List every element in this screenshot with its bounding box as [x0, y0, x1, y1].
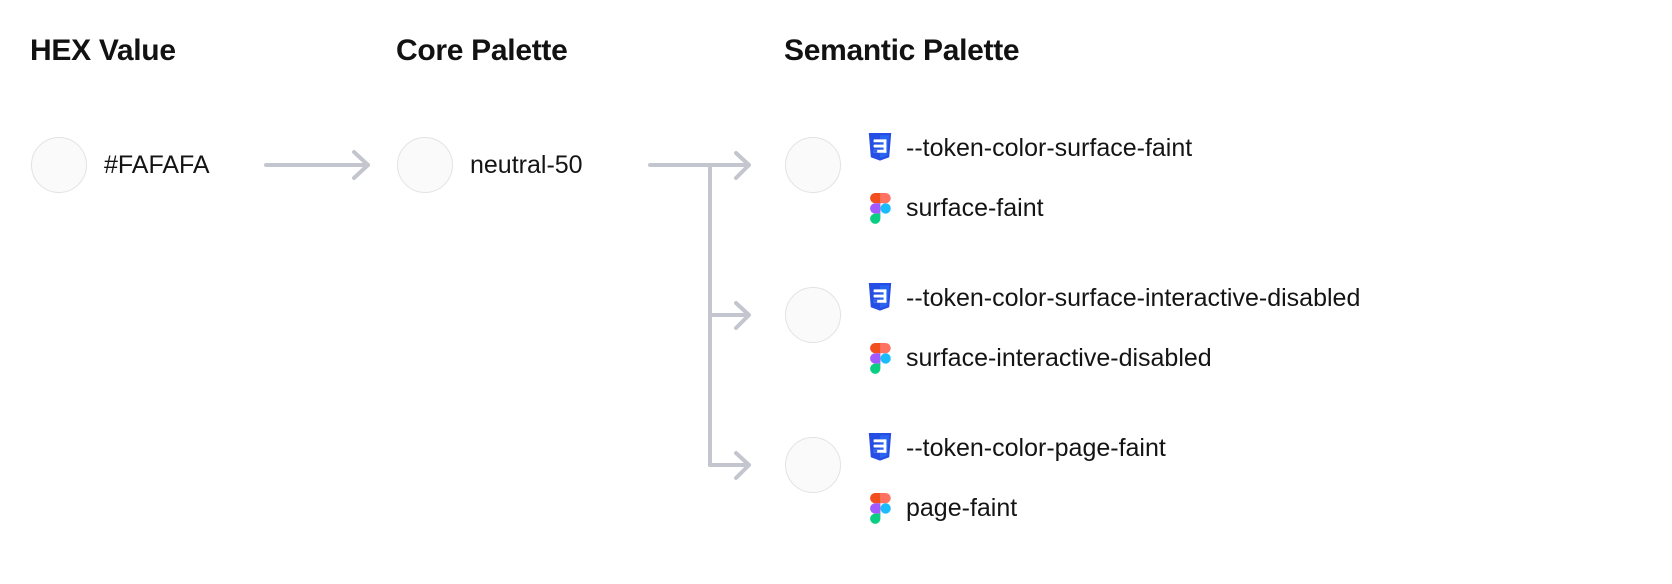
color-swatch-semantic-surface-interactive-disabled	[785, 287, 841, 343]
figma-icon	[866, 192, 894, 224]
hex-value-label: #FAFAFA	[104, 151, 210, 179]
column-heading-core-palette: Core Palette	[396, 34, 568, 67]
css-token-row: --token-color-surface-faint	[866, 118, 1192, 178]
figma-token-row: page-faint	[866, 478, 1166, 538]
figma-icon	[866, 492, 894, 524]
css-token-row: --token-color-page-faint	[866, 418, 1166, 478]
css-token-row: --token-color-surface-interactive-disabl…	[866, 268, 1360, 328]
column-heading-semantic-palette: Semantic Palette	[784, 34, 1020, 67]
arrow-hex-to-core	[264, 150, 370, 180]
figma-token-name: surface-faint	[906, 193, 1044, 222]
figma-icon	[866, 342, 894, 374]
semantic-token-group-page-faint: --token-color-page-faint page-faint	[866, 418, 1166, 538]
color-swatch-semantic-surface-faint	[785, 137, 841, 193]
css-token-name: --token-color-surface-faint	[906, 133, 1193, 162]
color-swatch-hex-value	[31, 137, 87, 193]
color-swatch-semantic-page-faint	[785, 437, 841, 493]
semantic-token-group-surface-faint: --token-color-surface-faint surface-fain…	[866, 118, 1192, 238]
css-token-name: --token-color-page-faint	[906, 433, 1166, 462]
arrow-core-to-semantic-branch	[648, 151, 751, 480]
figma-token-row: surface-interactive-disabled	[866, 328, 1360, 388]
semantic-token-group-surface-interactive-disabled: --token-color-surface-interactive-disabl…	[866, 268, 1360, 388]
figma-token-name: surface-interactive-disabled	[906, 343, 1212, 372]
color-swatch-core-palette	[397, 137, 453, 193]
core-palette-label: neutral-50	[470, 151, 583, 179]
css3-icon	[866, 432, 894, 464]
figma-token-name: page-faint	[906, 493, 1018, 522]
css3-icon	[866, 282, 894, 314]
css-token-name: --token-color-surface-interactive-disabl…	[906, 283, 1361, 312]
figma-token-row: surface-faint	[866, 178, 1192, 238]
css3-icon	[866, 132, 894, 164]
column-heading-hex-value: HEX Value	[30, 34, 176, 67]
